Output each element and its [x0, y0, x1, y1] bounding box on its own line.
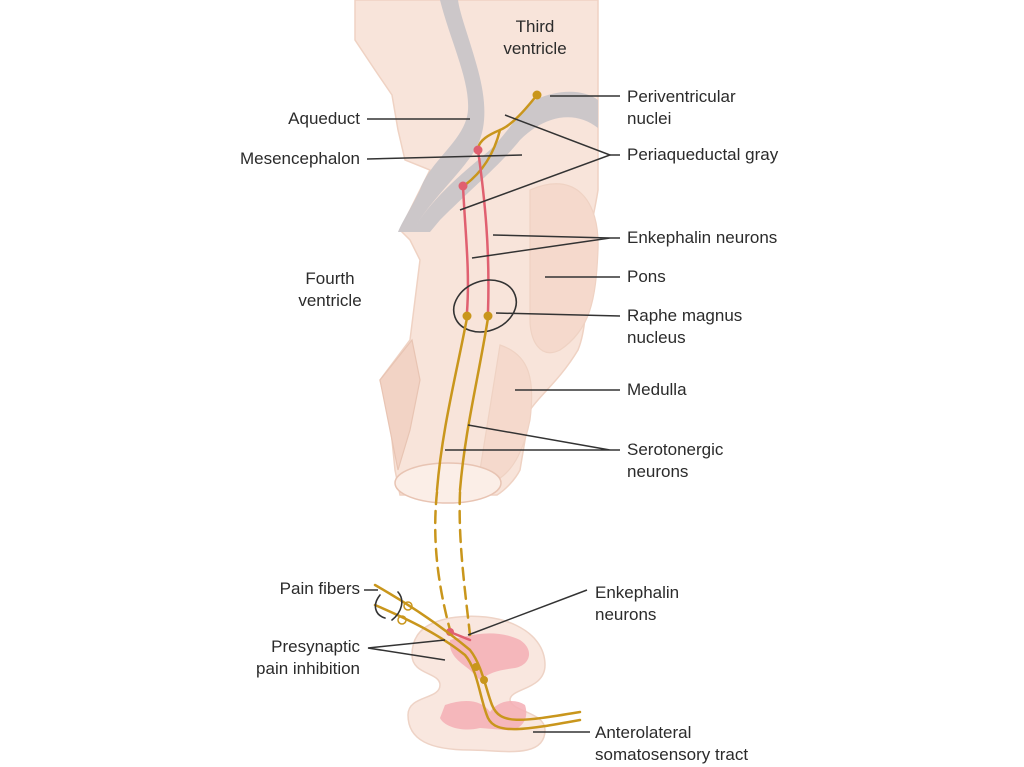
- pain-receptor-ring-2: [397, 615, 407, 625]
- gray-matter-dorsal: [449, 633, 530, 680]
- label-pain-fibers: Pain fibers: [279, 579, 360, 598]
- label-fourth-ventricle-1: Fourth: [305, 269, 355, 288]
- label-anterolateral-1: Anterolateral: [595, 723, 692, 742]
- enkephalin-soma-2: [458, 181, 468, 191]
- label-enkephalin-neurons: Enkephalin neurons: [627, 228, 778, 247]
- label-enkephalin-lower-1: Enkephalin: [595, 583, 680, 602]
- label-mesencephalon: Mesencephalon: [239, 149, 360, 168]
- pain-receptor-ring-1: [403, 601, 413, 611]
- serotonergic-dashed-1: [433, 490, 452, 632]
- enkephalin-soma-1: [473, 145, 483, 155]
- label-third-ventricle-1: Third: [515, 17, 555, 36]
- fibers: [373, 90, 582, 731]
- leader-lines: [364, 95, 621, 733]
- label-serotonergic-2: neurons: [627, 462, 689, 481]
- leader-enkephalin-lower: [467, 589, 588, 636]
- label-presynaptic-2: pain inhibition: [256, 659, 360, 678]
- leader-mesencephalon: [366, 154, 523, 160]
- pain-fiber-terminal-2: [480, 676, 488, 684]
- pain-fiber-terminal-1: [472, 663, 480, 671]
- label-aqueduct: Aqueduct: [288, 109, 360, 128]
- label-pons: Pons: [627, 267, 666, 286]
- label-periaqueductal-gray: Periaqueductal gray: [627, 145, 779, 164]
- fourth-ventricle-flap: [379, 338, 421, 471]
- serotonergic-fiber-1: [435, 316, 469, 492]
- label-enkephalin-lower-2: neurons: [595, 605, 657, 624]
- serotonergic-dashed-2: [458, 490, 472, 637]
- spinal-cord: [407, 615, 546, 753]
- leader-raphe: [495, 312, 621, 317]
- enkephalin-neuron-2: [461, 184, 470, 314]
- raphe-soma-1: [462, 311, 472, 321]
- gray-matter-ventral: [440, 700, 527, 731]
- pons-tissue: [529, 183, 599, 354]
- label-third-ventricle-2: ventricle: [503, 39, 567, 58]
- medulla-tissue: [479, 344, 533, 481]
- enkephalin-neuron-1: [476, 148, 490, 314]
- label-presynaptic-1: Presynaptic: [271, 637, 360, 656]
- periventricular-fiber-branch: [463, 128, 502, 187]
- pain-receptor-bracket: [374, 591, 403, 621]
- label-serotonergic-1: Serotonergic: [627, 440, 724, 459]
- pain-fiber-2: [373, 603, 582, 731]
- leader-presynaptic: [367, 639, 446, 661]
- label-raphe-magnus-2: nucleus: [627, 328, 686, 347]
- raphe-soma-2: [483, 311, 493, 321]
- label-periventricular-2: nuclei: [627, 109, 672, 128]
- label-anterolateral-2: somatosensory tract: [595, 745, 749, 764]
- label-periventricular-1: Periventricular: [627, 87, 736, 106]
- label-fourth-ventricle-2: ventricle: [298, 291, 362, 310]
- ventricular-system: [398, 0, 598, 232]
- label-raphe-magnus-1: Raphe magnus: [627, 306, 743, 325]
- medulla-cut-surface: [394, 462, 502, 504]
- serotonergic-fiber-2: [458, 316, 490, 492]
- raphe-magnus-outline: [452, 279, 518, 333]
- label-medulla: Medulla: [627, 380, 687, 399]
- periventricular-soma: [532, 90, 542, 100]
